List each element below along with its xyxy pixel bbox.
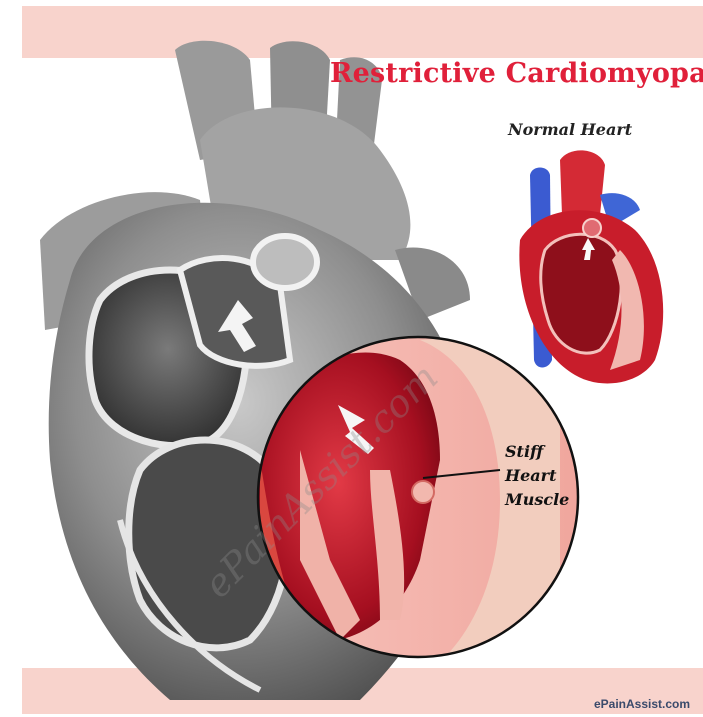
normal-heart-label: Normal Heart [508,120,632,139]
aortic-valve [253,236,317,288]
muscle-nodule [412,481,434,503]
stiff-label-line: Heart [505,464,569,488]
normal-aorta [560,150,605,215]
stiff-label-line: Muscle [505,488,569,512]
normal-heart-diagram [519,150,663,383]
brand-logo-text: ePainAssist.com [594,697,690,711]
normal-valve [583,219,601,237]
page-title: Restrictive Cardiomyopathy [330,58,703,89]
stiff-heart-muscle-label: Stiff Heart Muscle [505,440,569,512]
stiff-label-line: Stiff [505,440,569,464]
